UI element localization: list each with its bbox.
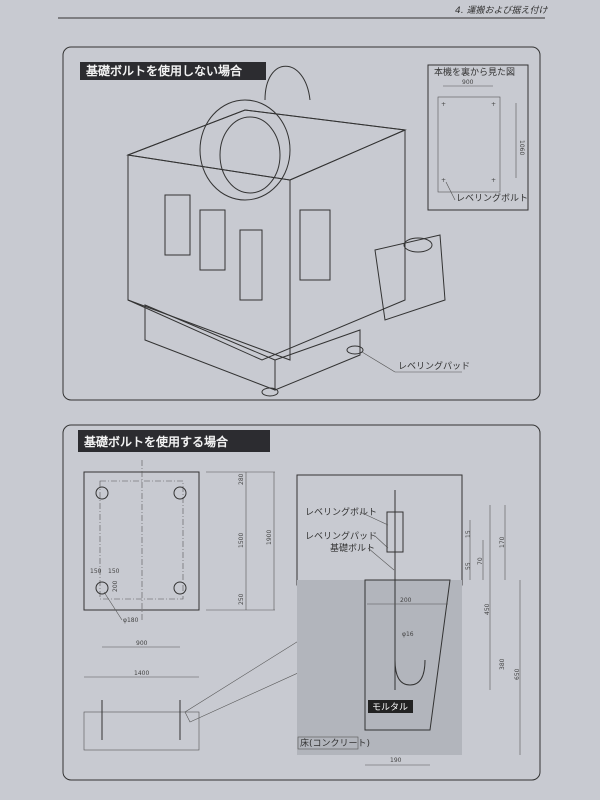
inset-height-dim: 1060 <box>518 140 525 155</box>
dim-hole: φ180 <box>123 617 139 624</box>
panel-with-foundation-bolt: 基礎ボルトを使用する場合 280 1500 250 1900 150 150 2… <box>62 424 541 781</box>
dim-650: 650 <box>514 668 521 680</box>
dim-1500: 1500 <box>238 533 245 548</box>
floor-label: 床(コンクリート) <box>300 737 370 749</box>
mortar-tag <box>368 700 413 713</box>
dim-150a: 150 <box>90 568 102 575</box>
leveling-pad-label: レベリングパッド <box>398 360 470 372</box>
dim-190: 190 <box>390 757 402 764</box>
dim-55: 55 <box>465 562 472 570</box>
panel-title-bar <box>80 62 266 80</box>
panel-title-bar <box>78 430 270 452</box>
svg-text:+: + <box>491 101 496 108</box>
inset-title: 本機を裏から見た図 <box>434 66 515 78</box>
dim-1400: 1400 <box>134 670 149 677</box>
foundation-plan: 280 1500 250 1900 150 150 200 φ180 900 1… <box>83 460 301 751</box>
foundation-section: モルタル 床(コンクリート) レベリングボルト レベリングパッド 基礎ボルト 1… <box>296 474 521 766</box>
bottom-view-inset: 本機を裏から見た図 900 1060 + + + + レベリングボルト <box>427 64 529 211</box>
panel-without-foundation-bolt: 基礎ボルトを使用しない場合 レベリングパッド 本機を裏 <box>62 46 541 401</box>
dim-900: 900 <box>136 640 148 647</box>
dim-200: 200 <box>112 580 119 592</box>
svg-text:+: + <box>491 177 496 184</box>
inset-leveling-bolt-label: レベリングボルト <box>456 192 528 204</box>
dim-bolt-dia: φ16 <box>402 631 414 638</box>
svg-text:+: + <box>441 177 446 184</box>
leveling-pad-label: レベリングパッド <box>305 530 377 542</box>
dim-250: 250 <box>238 593 245 605</box>
dim-70: 70 <box>477 557 484 565</box>
foundation-bolt-label: 基礎ボルト <box>330 542 375 554</box>
section-title: 4. 運搬および据え付け <box>455 5 548 16</box>
dim-1900: 1900 <box>266 530 273 545</box>
dim-200: 200 <box>400 597 412 604</box>
mortar-label: モルタル <box>372 702 408 713</box>
inset-width-dim: 900 <box>462 79 474 86</box>
leveling-bolt-label: レベリングボルト <box>305 506 377 518</box>
svg-text:+: + <box>441 101 446 108</box>
dim-450: 450 <box>484 603 491 615</box>
dim-280: 280 <box>238 473 245 485</box>
dim-15: 15 <box>465 530 472 538</box>
panel-title: 基礎ボルトを使用しない場合 <box>85 63 243 78</box>
dim-150b: 150 <box>108 568 120 575</box>
panel-title: 基礎ボルトを使用する場合 <box>83 434 229 449</box>
machine-illustration <box>126 65 446 397</box>
dim-380: 380 <box>499 658 506 670</box>
dim-170: 170 <box>499 536 506 548</box>
